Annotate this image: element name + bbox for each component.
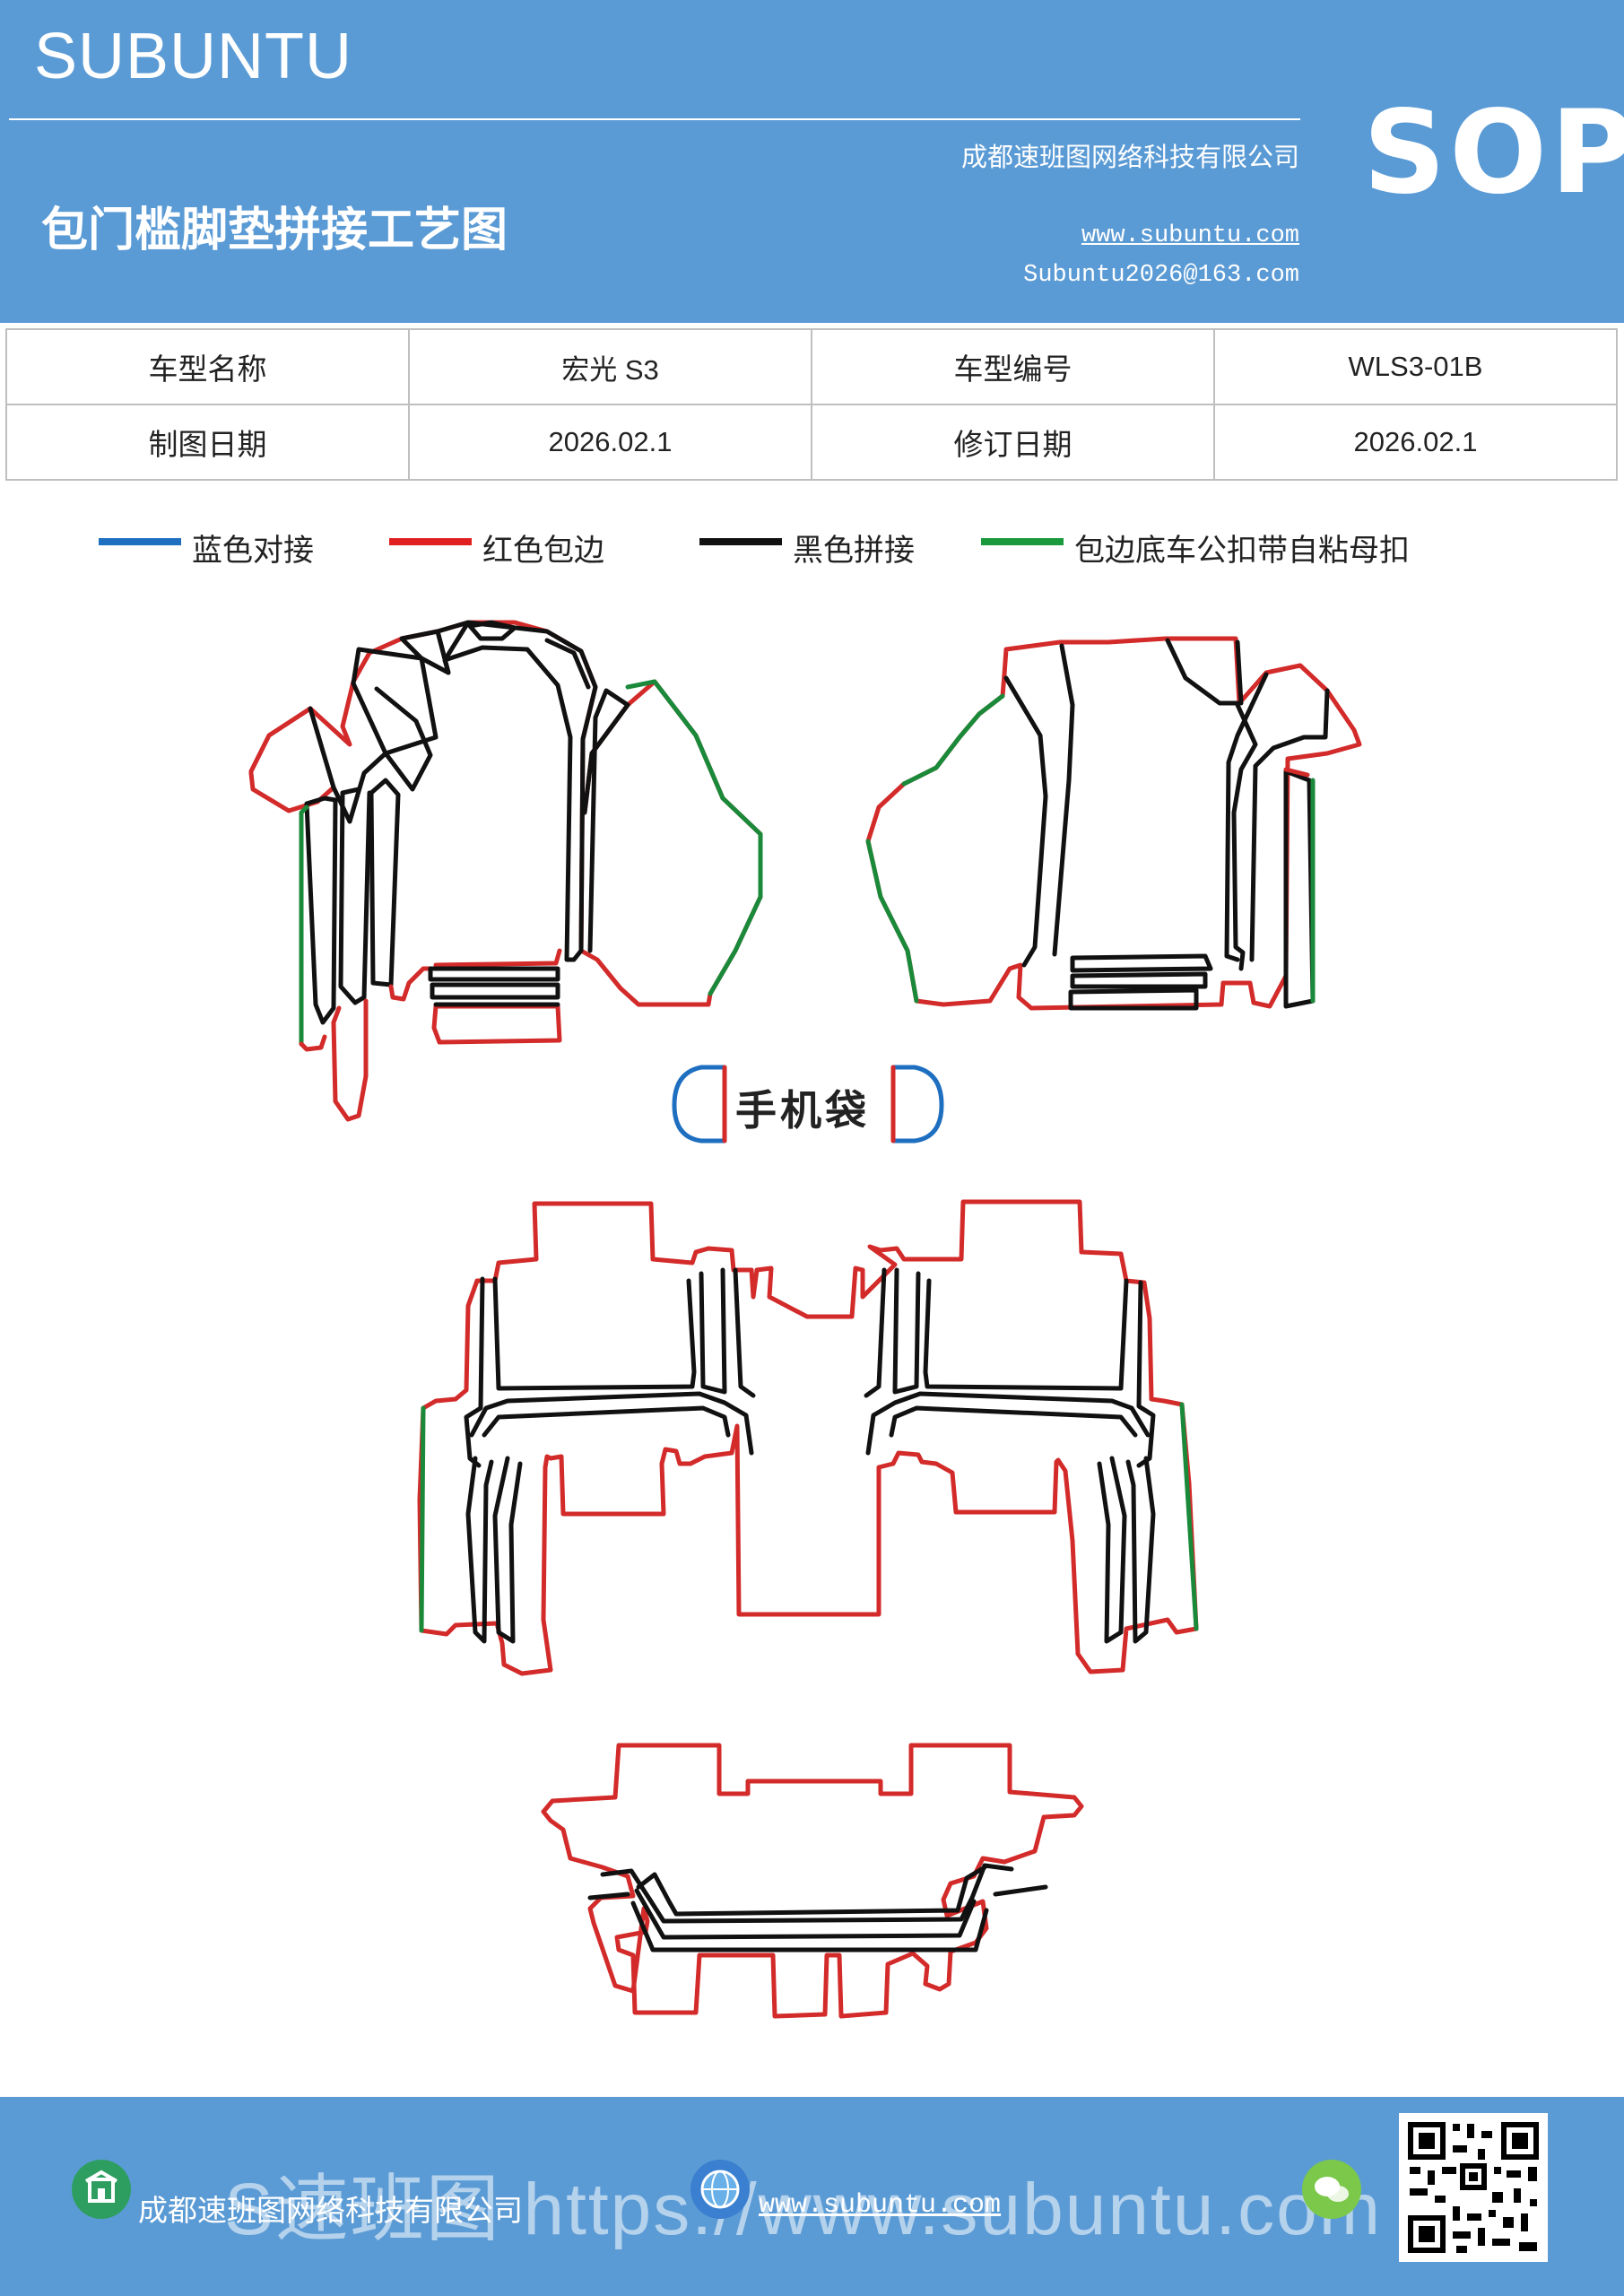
legend-swatch xyxy=(389,538,472,545)
model-name-label: 车型名称 xyxy=(5,328,410,405)
legend-item-red: 红色包边 xyxy=(389,526,658,570)
second-row-mat xyxy=(417,1199,1199,1676)
qr-code xyxy=(1399,2113,1548,2262)
revision-date-value: 2026.02.1 xyxy=(1213,404,1618,481)
third-row-mat xyxy=(541,1743,1084,2019)
legend-swatch xyxy=(981,538,1064,545)
legend-label: 红色包边 xyxy=(482,533,604,569)
legend-item-black: 黑色拼接 xyxy=(699,526,968,570)
legend-label: 黑色拼接 xyxy=(793,533,915,569)
company-name: 成都速班图网络科技有限公司 xyxy=(960,142,1299,172)
front-left-mat xyxy=(248,620,763,1122)
document-title: 包门槛脚垫拼接工艺图 xyxy=(41,204,508,257)
sop-badge: SOP xyxy=(1363,86,1624,220)
draw-date-label: 制图日期 xyxy=(5,404,410,481)
model-code-value: WLS3-01B xyxy=(1213,328,1618,405)
front-right-mat xyxy=(865,636,1362,1011)
contact-email[interactable]: Subuntu2026@163.com xyxy=(1023,262,1299,289)
wechat-icon xyxy=(1302,2160,1361,2219)
legend-item-green: 包边底车公扣带自粘母扣 xyxy=(981,526,1483,570)
building-icon xyxy=(72,2160,131,2219)
legend-swatch xyxy=(99,538,181,545)
model-name-value: 宏光 S3 xyxy=(408,328,812,405)
footer-banner: S速班图 https://www.subuntu.com 成都速班图网络科技有限… xyxy=(0,2097,1624,2296)
draw-date-value: 2026.02.1 xyxy=(408,404,812,481)
legend-swatch xyxy=(699,538,782,545)
footer-watermark: S速班图 https://www.subuntu.com xyxy=(224,2169,1383,2250)
phone-pocket xyxy=(672,1065,944,1144)
model-code-label: 车型编号 xyxy=(811,328,1215,405)
brand-name: SUBUNTU xyxy=(34,21,353,92)
vehicle-info-table: 车型名称 宏光 S3 车型编号 WLS3-01B 制图日期 2026.02.1 … xyxy=(5,328,1618,481)
header-divider xyxy=(9,118,1300,120)
revision-date-label: 修订日期 xyxy=(811,404,1215,481)
legend-item-blue: 蓝色对接 xyxy=(99,526,368,570)
phone-pocket-label: 手机袋 xyxy=(735,1086,870,1135)
footer-company: 成都速班图网络科技有限公司 xyxy=(138,2193,523,2228)
website-link[interactable]: www.subuntu.com xyxy=(1081,222,1299,249)
header-banner: SUBUNTU SOP 成都速班图网络科技有限公司 包门槛脚垫拼接工艺图 www… xyxy=(0,0,1624,323)
footer-website-link[interactable]: www.subuntu.com xyxy=(759,2190,1002,2221)
floor-mat-diagram xyxy=(248,620,1362,2019)
legend-label: 蓝色对接 xyxy=(192,533,314,569)
table-row: 车型名称 宏光 S3 车型编号 WLS3-01B xyxy=(5,328,1618,405)
globe-icon xyxy=(690,2160,750,2219)
legend-label: 包边底车公扣带自粘母扣 xyxy=(1074,533,1410,569)
table-row: 制图日期 2026.02.1 修订日期 2026.02.1 xyxy=(5,404,1618,481)
